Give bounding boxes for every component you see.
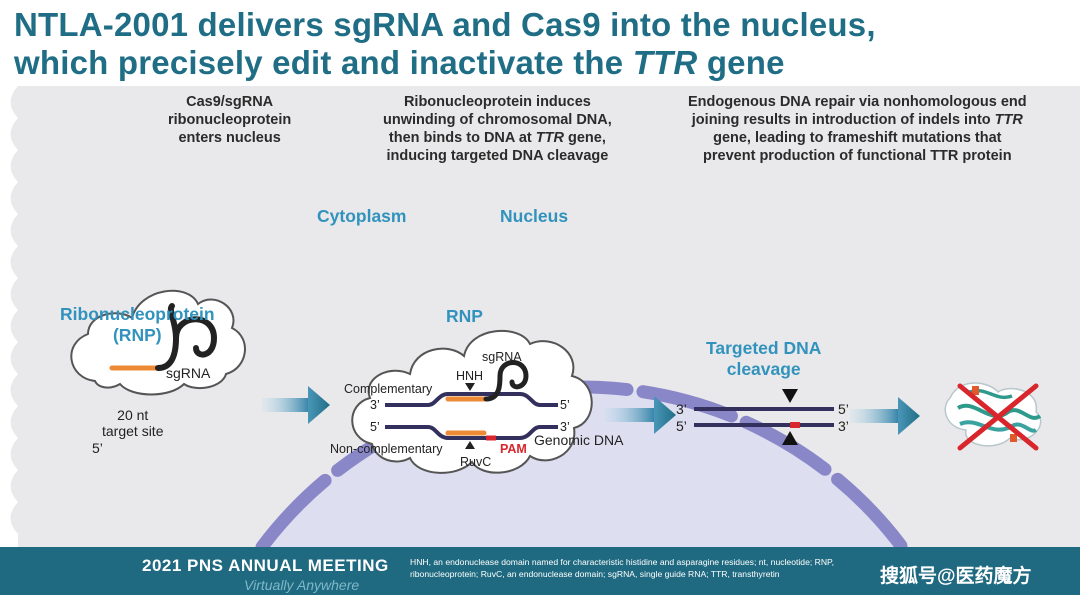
nucleus-label: Nucleus	[500, 206, 569, 226]
rnp-left-sgrna-label: sgRNA	[166, 365, 211, 381]
step-3-annotation: Endogenous DNA repair via nonhomologous …	[688, 94, 1027, 164]
rnp-left-target-label: 20 nt target site	[102, 407, 164, 439]
hnh-label: HNH	[456, 369, 484, 383]
rnp-top-left-end: 3’	[370, 398, 380, 412]
ruvc-marker-icon	[465, 441, 475, 449]
rnp-bottom-left-end: 5’	[370, 420, 380, 434]
arrow-3-head	[898, 397, 920, 435]
rnp-full-label: Ribonucleoprotein (RNP)	[60, 304, 215, 345]
hnh-marker-icon	[465, 383, 475, 391]
complementary-label: Complementary	[344, 382, 433, 396]
cleaved-pam-mark	[790, 422, 800, 428]
rnp-top-right-end: 5’	[560, 398, 570, 412]
meeting-name: 2021 PNS ANNUAL MEETING	[142, 556, 389, 575]
cleavage-label: Targeted DNA cleavage	[706, 338, 822, 379]
rnp-dna-top-strand	[385, 392, 558, 407]
cleaved-top-right-end: 5’	[838, 401, 849, 417]
rnp-left-five-prime: 5’	[92, 440, 103, 456]
cut-site-bottom-icon	[782, 431, 798, 445]
cleaved-bottom-right-end: 3’	[838, 418, 849, 434]
rnp-center-sgrna-label: sgRNA	[482, 350, 522, 364]
source-watermark: 搜狐号@医药魔方	[880, 566, 1032, 587]
diagram-panel: Cas9/sgRNA ribonucleoprotein enters nucl…	[0, 86, 1080, 547]
rnp-bottom-right-end: 3’	[560, 420, 570, 434]
title-line-2: which precisely edit and inactivate the …	[14, 44, 785, 81]
arrow-1-shaft	[262, 398, 310, 412]
rnp-left-sgrna-hairpin	[155, 303, 218, 371]
rnp-label: RNP	[446, 306, 483, 326]
cut-site-top-icon	[782, 389, 798, 403]
abbreviations-footnote: HNH, an endonuclease domain named for ch…	[410, 557, 835, 579]
step-1-annotation: Cas9/sgRNA ribonucleoprotein enters nucl…	[168, 94, 292, 146]
rnp-sgrna-hairpin	[483, 360, 529, 402]
slide-title: NTLA-2001 delivers sgRNA and Cas9 into t…	[14, 6, 1074, 82]
genomic-dna-label: Genomic DNA	[534, 432, 624, 448]
meeting-tagline: Virtually Anywhere	[244, 577, 360, 593]
title-line-1: NTLA-2001 delivers sgRNA and Cas9 into t…	[14, 6, 876, 43]
wavy-border	[0, 86, 18, 547]
arrow-2-shaft	[604, 408, 656, 422]
non-complementary-label: Non-complementary	[330, 442, 443, 456]
ruvc-label: RuvC	[460, 455, 492, 469]
cytoplasm-label: Cytoplasm	[317, 206, 407, 226]
diagram-graphics	[0, 86, 1042, 547]
arrow-1-head	[308, 386, 330, 424]
ttr-protein-crossed-icon	[944, 382, 1042, 451]
cleaved-top-left-end: 3’	[676, 401, 687, 417]
rnp-dna-bottom-strand	[385, 425, 558, 440]
arrow-3-shaft	[850, 409, 900, 423]
step-2-annotation: Ribonucleoprotein induces unwinding of c…	[383, 94, 612, 164]
footer-bar: 2021 PNS ANNUAL MEETING Virtually Anywhe…	[0, 547, 1080, 595]
arrow-2-head	[654, 396, 676, 434]
pam-label: PAM	[500, 442, 527, 456]
cleaved-bottom-left-end: 5’	[676, 418, 687, 434]
rnp-center-cloud	[351, 329, 593, 474]
